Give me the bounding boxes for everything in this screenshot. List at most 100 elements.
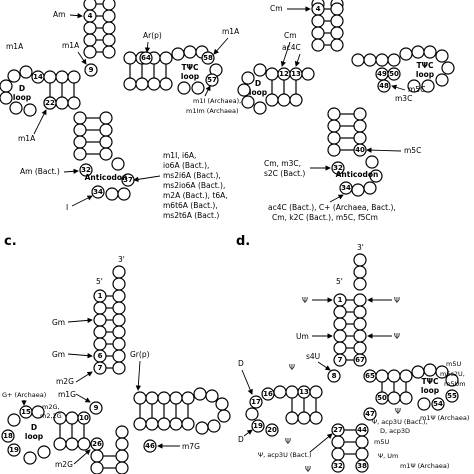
d-num-8: 8 — [332, 372, 337, 380]
a-list-3: ms2io6A (Bact.), — [163, 181, 225, 190]
b-label-cm-group2: s2C (Bact.) — [264, 169, 305, 178]
b-label-cm-group1: Cm, m3C, — [264, 159, 301, 168]
b-num-32: 32 — [333, 164, 343, 172]
a-d-loop-label: D — [19, 84, 25, 93]
b-anticodon-label: Anticodon — [336, 170, 379, 179]
panel-b-d-arm: 12 13 D loop — [237, 63, 315, 115]
d-num-47: 47 — [365, 410, 375, 418]
panel-a-anticodon-arm: 32 37 34 Anticodon — [73, 111, 135, 201]
d-num-19: 19 — [253, 422, 263, 430]
d-label-psi3: Ψ — [394, 332, 400, 341]
a-label-m1a-right: m1A — [222, 27, 240, 36]
d-num-17: 17 — [251, 398, 261, 406]
a-arrow-i — [71, 195, 93, 207]
d-label-d1: D — [238, 359, 244, 368]
a-num-14: 14 — [33, 73, 43, 81]
c-num-15: 15 — [21, 408, 31, 416]
b-d-loop-label: D — [255, 79, 261, 88]
c-arrow-gr — [135, 360, 142, 391]
b-num-49: 49 — [377, 70, 387, 78]
c-label-gplus: G+ (Archaea) — [2, 391, 46, 399]
a-label-ar: Ar(p) — [143, 31, 162, 40]
d-num-16: 16 — [263, 390, 273, 398]
d-five-prime: 5' — [336, 277, 343, 286]
a-mod-list: m1I, i6A, io6A (Bact.), ms2i6A (Bact.), … — [163, 151, 228, 220]
c-label-gm1: Gm — [52, 318, 65, 327]
b-num-13: 13 — [291, 70, 301, 78]
panel-d-anticodon-arm: 27 44 32 38 — [331, 423, 369, 473]
a-list-4: m2A (Bact.), t6A, — [163, 191, 228, 200]
d-num-54: 54 — [433, 400, 443, 408]
d-t-loop-label: TΨC — [422, 377, 439, 386]
c-panel-label: c. — [4, 234, 17, 249]
a-arrow-m1a-22 — [33, 109, 47, 135]
a-label-m1i: m1I (Archaea), — [193, 97, 241, 105]
d-label-psi1: Ψ — [302, 296, 308, 305]
d-label-psi5: Ψ — [305, 465, 311, 474]
a-label-am-bact: Am (Bact.) — [20, 167, 60, 176]
c-arrow-m2g — [75, 371, 93, 383]
d-label-psi-d: Ψ — [285, 437, 291, 446]
b-label-bottom-0: ac4C (Bact.), C+ (Archaea, Bact.), — [268, 203, 396, 212]
d-t-loop-label-2: loop — [421, 386, 440, 395]
b-label-bottom-1: Cm, k2C (Bact.), m5C, f5Cm — [272, 213, 378, 222]
b-num-4: 4 — [316, 5, 321, 13]
panel-d-acceptor-stem: 1 7 67 — [333, 253, 367, 367]
b-arrow-ac4c — [294, 53, 301, 67]
c-num-1: 1 — [98, 292, 103, 300]
d-label-psi2: Ψ — [394, 296, 400, 305]
c-label-gm2: Gm — [52, 350, 65, 359]
b-arrow-cm2 — [280, 41, 291, 67]
a-label-m1a-22: m1A — [18, 134, 36, 143]
c-num-9: 9 — [94, 404, 99, 412]
panel-d-d-arm: 13 16 17 19 20 — [245, 385, 323, 437]
b-num-50: 50 — [389, 70, 399, 78]
panel-c-anticodon-arm: 26 46 — [90, 425, 157, 474]
b-num-40: 40 — [355, 146, 365, 154]
a-label-m1im: m1Im (Archaea) — [186, 107, 239, 115]
d-label-d-acp: D, acp3D — [380, 427, 410, 435]
d-num-38: 38 — [357, 462, 367, 470]
c-num-6: 6 — [98, 352, 103, 360]
c-label-m22g: m2,2G — [40, 412, 62, 420]
a-label-m1a-d: m1A — [6, 42, 24, 51]
d-num-7: 7 — [338, 356, 343, 364]
d-num-65: 65 — [365, 372, 375, 380]
a-arrow-am — [69, 12, 83, 19]
d-arrow-d2 — [243, 429, 253, 437]
b-label-cm2: Cm — [284, 31, 297, 40]
d-label-um: Um — [296, 332, 309, 341]
c-d-loop-label-2: loop — [25, 432, 44, 441]
d-label-m1psi: m1Ψ (Archaea) — [420, 414, 469, 422]
a-list-0: m1I, i6A, — [163, 151, 196, 160]
d-label-m5s2u: m5s2U, — [440, 370, 465, 378]
a-num-4: 4 — [88, 12, 93, 20]
c-label-m2g2: m2G, — [42, 403, 60, 411]
b-num-48: 48 — [379, 82, 389, 90]
c-num-46: 46 — [145, 442, 155, 450]
c-five-prime: 5' — [96, 277, 103, 286]
c-num-19: 19 — [9, 446, 19, 454]
panel-d: d. 3' 5' 1 7 67 8 13 16 17 19 20 — [236, 234, 469, 474]
b-num-12: 12 — [279, 70, 289, 78]
c-num-26: 26 — [92, 440, 102, 448]
c-num-7: 7 — [98, 364, 103, 372]
a-num-34: 34 — [93, 188, 103, 196]
d-label-psi-acp: Ψ, acp3U (Bact.), — [372, 418, 428, 426]
b-label-m5c-stem: m5C — [404, 146, 421, 155]
c-num-10: 10 — [79, 414, 89, 422]
b-arrow-bottom — [329, 194, 344, 203]
a-label-i: I — [66, 203, 68, 212]
panel-c-d-arm: 10 15 18 19 D loop — [1, 405, 91, 465]
a-num-9: 9 — [89, 66, 94, 74]
a-list-6: ms2t6A (Bact.) — [163, 211, 219, 220]
c-label-m2g-bottom: m2G — [55, 460, 73, 469]
d-arrow-psi-acp2 — [309, 433, 333, 453]
a-label-am: Am — [53, 10, 65, 19]
a-t-loop-label-2: loop — [181, 72, 200, 81]
b-d-loop-label-2: loop — [249, 88, 268, 97]
c-arrow-m2g-bottom — [73, 449, 91, 465]
a-num-58: 58 — [203, 54, 213, 62]
c-arrow-m1g — [75, 393, 91, 403]
